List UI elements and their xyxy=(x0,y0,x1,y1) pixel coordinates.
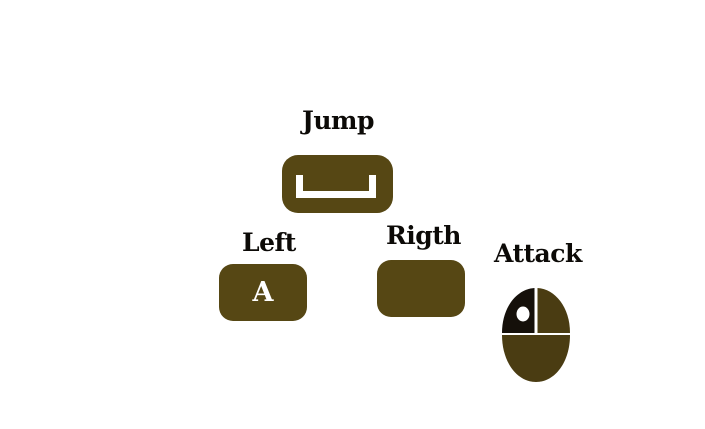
right-key-letter xyxy=(377,260,465,317)
mouse-left-click-icon[interactable] xyxy=(501,287,571,383)
spacebar-icon xyxy=(296,175,376,198)
jump-label: Jump xyxy=(302,106,374,135)
left-key-letter: A xyxy=(252,277,274,308)
attack-label: Attack xyxy=(494,239,582,268)
left-label: Left xyxy=(242,228,296,257)
right-label: Rigth xyxy=(386,221,461,250)
right-key[interactable] xyxy=(377,260,465,317)
jump-key[interactable] xyxy=(282,155,393,213)
left-key[interactable]: A xyxy=(219,264,307,321)
